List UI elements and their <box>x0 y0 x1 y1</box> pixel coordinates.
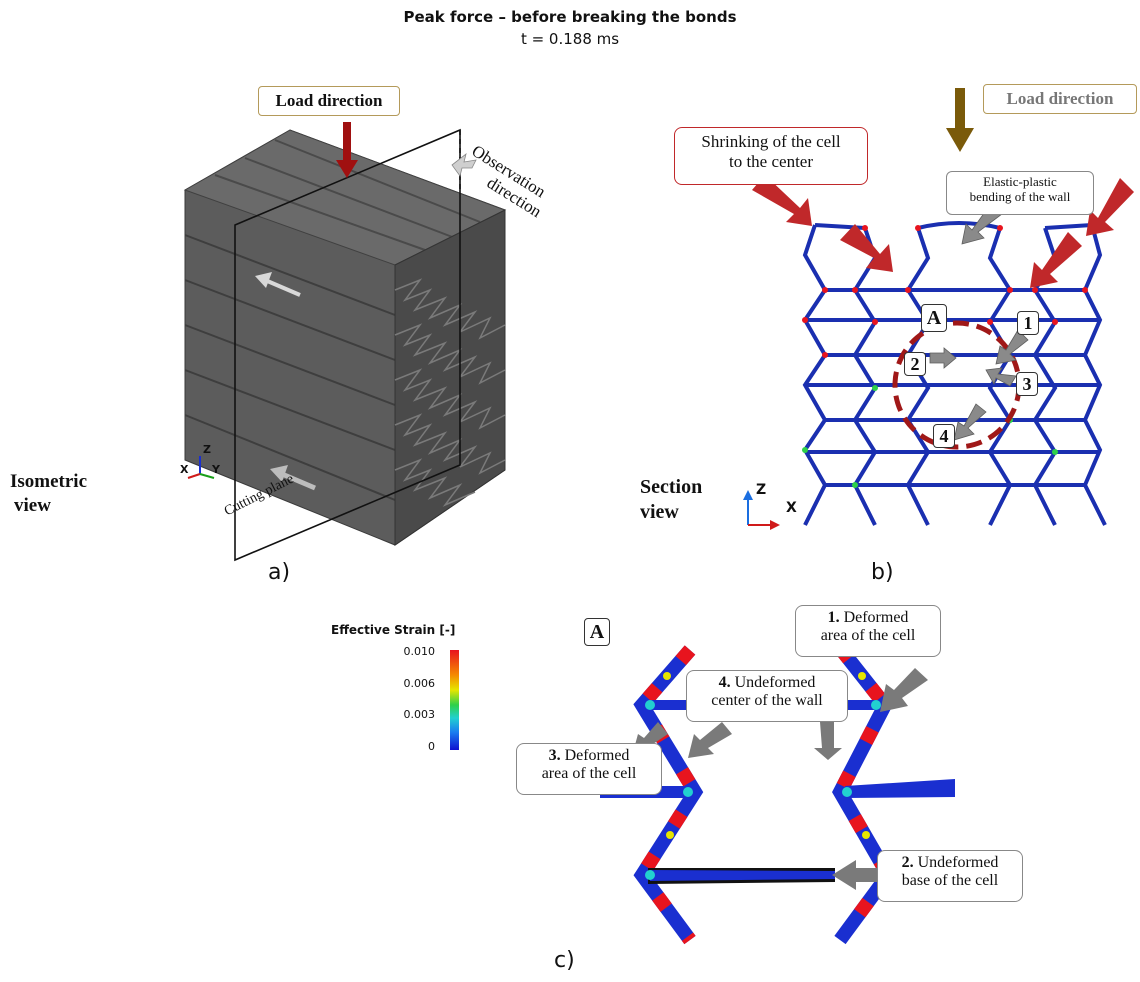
elastic-plastic-callout: Elastic-plastic bending of the wall <box>946 171 1094 215</box>
figure-subtitle: t = 0.188 ms <box>520 30 620 48</box>
section-view-label: Section view <box>640 476 703 523</box>
panel-c-letter: c) <box>554 948 575 973</box>
axis-z-label-b: Z <box>756 482 767 498</box>
colorbar-tick-3: 0.003 <box>403 708 436 721</box>
load-arrow-b <box>946 88 974 152</box>
axis-z-label-a: Z <box>203 443 211 456</box>
callout-2: 2. Undeformed base of the cell <box>877 850 1023 902</box>
observation-arrow <box>451 152 477 177</box>
marker-1: 1 <box>1017 311 1039 335</box>
axis-y-label-a: Y <box>212 463 220 476</box>
axis-x-label-a: X <box>180 463 189 476</box>
detail-label-a-c: A <box>584 618 610 646</box>
shrink-arrows <box>752 175 1134 288</box>
figure-title: Peak force – before breaking the bonds <box>403 8 737 26</box>
panel-b-letter: b) <box>871 560 894 585</box>
load-direction-label-b: Load direction <box>983 84 1137 114</box>
marker-3: 3 <box>1016 372 1038 396</box>
callout-1: 1. Deformed area of the cell <box>795 605 941 657</box>
panel-a-letter: a) <box>268 560 291 585</box>
marker-4: 4 <box>933 424 955 448</box>
detail-yellow-spots <box>663 672 870 839</box>
colorbar-tick-2: 0.006 <box>403 677 436 690</box>
isometric-view-label: Isometric view <box>10 471 88 516</box>
axis-triad-a <box>187 456 215 479</box>
axis-triad-b <box>743 490 780 530</box>
colorbar <box>450 650 459 750</box>
callout-3: 3. Deformed area of the cell <box>516 743 662 795</box>
axis-x-label-b: X <box>786 500 797 516</box>
grey-arrows-c <box>632 668 928 890</box>
colorbar-tick-1: 0.010 <box>403 645 436 658</box>
marker-2: 2 <box>904 352 926 376</box>
inner-arrow <box>255 272 301 297</box>
lattice-block <box>183 129 507 546</box>
colorbar-tick-4: 0 <box>428 740 435 753</box>
colorbar-title: Effective Strain [-] <box>331 623 456 637</box>
load-arrow-a <box>336 122 358 178</box>
shrinking-callout: Shrinking of the cell to the center <box>674 127 868 185</box>
cutting-plane-arrow <box>270 465 316 491</box>
cutting-plane-outline <box>234 128 461 562</box>
load-direction-label-a: Load direction <box>258 86 400 116</box>
detail-label-a-b: A <box>921 304 947 332</box>
callout-4: 4. Undeformed center of the wall <box>686 670 848 722</box>
